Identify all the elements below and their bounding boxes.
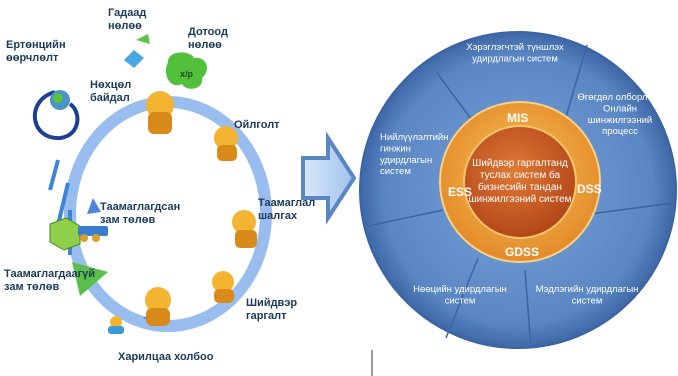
- globe-icon: [50, 90, 70, 110]
- figure-icon: [146, 91, 174, 134]
- figure-icon: [232, 210, 257, 248]
- figure-icon: [214, 126, 238, 161]
- core-circle: [463, 125, 577, 239]
- satellite-icon: [124, 34, 150, 68]
- figure-icon: [212, 271, 234, 303]
- machine-icon: [78, 226, 108, 242]
- abbr-ess: ESS: [448, 185, 472, 199]
- svg-text:x/p: x/p: [180, 69, 194, 79]
- abbr-dss: DSS: [577, 182, 602, 196]
- label-understanding: Ойлголт: [234, 119, 280, 131]
- right-arrow-icon: [301, 131, 357, 225]
- cycle-arrowhead: [87, 198, 101, 214]
- abbr-mis: MIS: [507, 111, 528, 125]
- figure-icon: [145, 287, 171, 326]
- cube-icon: [49, 217, 81, 251]
- abbr-gdss: GDSS: [505, 245, 539, 259]
- flag-icon: [72, 262, 108, 296]
- loop-arrow: [32, 90, 80, 141]
- speech-bubble-icon: x/p: [165, 52, 208, 89]
- segment-dividers: [367, 44, 674, 349]
- label-communication: Харилцаа холбоо: [118, 351, 214, 363]
- figure-icon: [108, 316, 124, 334]
